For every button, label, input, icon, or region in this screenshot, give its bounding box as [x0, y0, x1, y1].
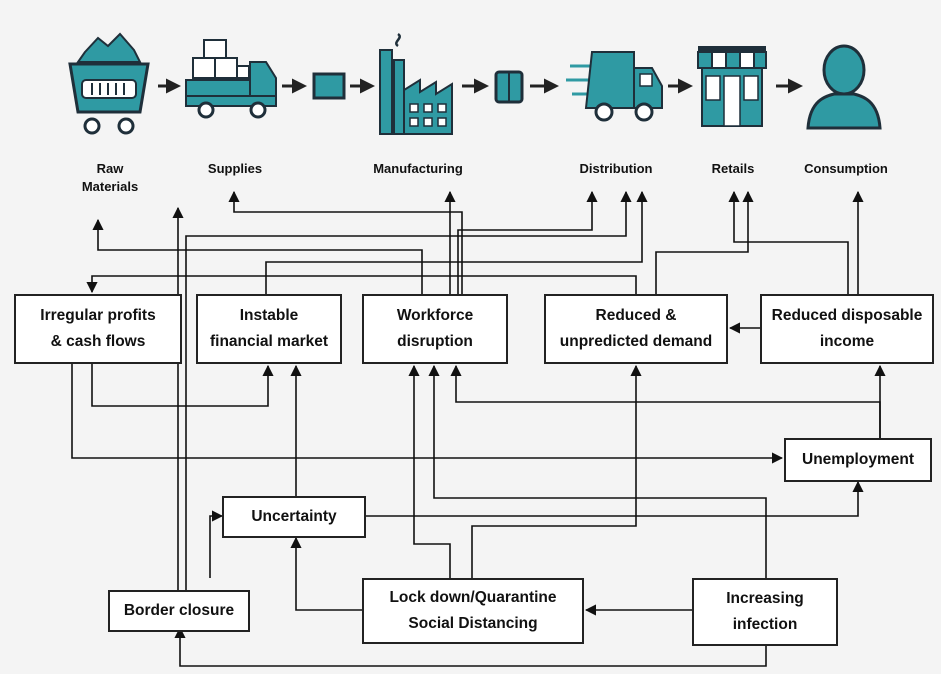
person-icon [806, 44, 882, 130]
box-reduced-demand: Reduced & unpredicted demand [544, 294, 728, 364]
box-increasing-infection: Increasing infection [692, 578, 838, 646]
box-lockdown-quarantine: Lock down/Quarantine Social Distancing [362, 578, 584, 644]
stage-label-raw-materials: Raw Materials [81, 161, 139, 194]
mining-cart-icon [68, 32, 150, 135]
package-box-icon [312, 72, 346, 100]
storefront-icon [697, 46, 767, 127]
product-box-icon [494, 70, 524, 104]
stage-label-manufacturing: Manufacturing [373, 161, 463, 176]
box-unemployment: Unemployment [784, 438, 932, 482]
box-reduced-disposable-income: Reduced disposable income [760, 294, 934, 364]
box-instable-financial-market: Instable financial market [196, 294, 342, 364]
box-uncertainty: Uncertainty [222, 496, 366, 538]
stage-label-supplies: Supplies [207, 161, 263, 176]
box-border-closure: Border closure [108, 590, 250, 632]
factory-icon [379, 32, 453, 135]
stage-label-retails: Retails [711, 161, 755, 176]
box-irregular-profits: Irregular profits & cash flows [14, 294, 182, 364]
stage-label-consumption: Consumption [804, 161, 888, 176]
connector-lines [71, 190, 886, 667]
delivery-truck-icon [566, 51, 663, 122]
stage-label-distribution: Distribution [579, 161, 653, 176]
box-workforce-disruption: Workforce disruption [362, 294, 508, 364]
truck-with-boxes-icon [185, 39, 277, 119]
